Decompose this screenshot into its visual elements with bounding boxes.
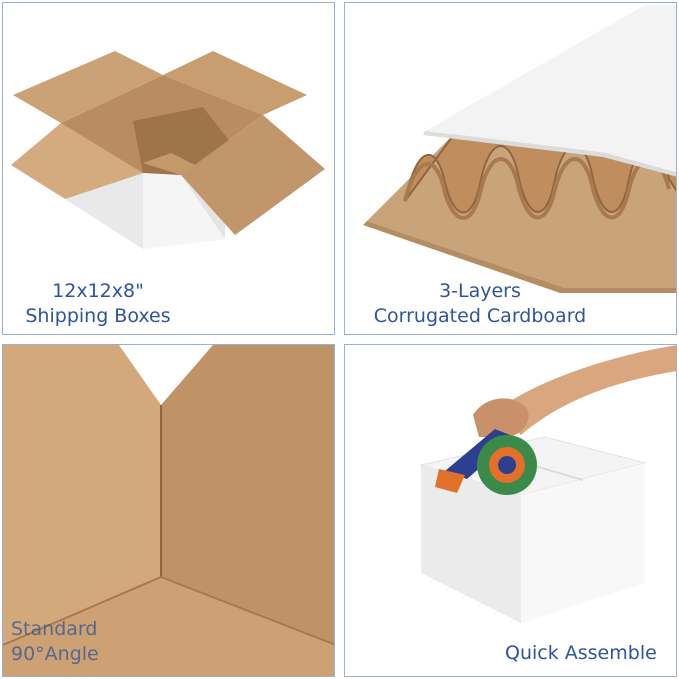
panel-open-box: 12x12x8" Shipping Boxes [2,2,335,335]
taping-illustration [419,345,676,623]
panel-corrugated-layers: 3-Layers Corrugated Cardboard [344,2,677,335]
flap-back-left [13,51,163,123]
box-right [521,463,645,623]
caption-shipping-boxes: 12x12x8" Shipping Boxes [25,280,171,327]
arm [495,345,676,435]
corrugated-illustration [363,5,676,293]
corner-illustration [3,345,334,676]
flap-front-right [181,115,325,235]
left-wall [3,345,161,645]
caption-quick-assemble: Quick Assemble [505,642,657,664]
top-liner [425,5,676,173]
caption-corrugated: 3-Layers Corrugated Cardboard [373,280,587,327]
flap-front-left [11,123,143,199]
caption-standard-angle: Standard 90°Angle [11,618,99,665]
panel-taping-box: Quick Assemble [344,344,677,677]
flap-back-right [163,51,307,115]
right-wall [161,345,334,645]
bottom-floor [3,577,334,676]
hand [473,398,529,437]
box-left [421,465,521,623]
panel-corner-angle: Standard 90°Angle [2,344,335,677]
open-box-illustration [11,51,325,249]
